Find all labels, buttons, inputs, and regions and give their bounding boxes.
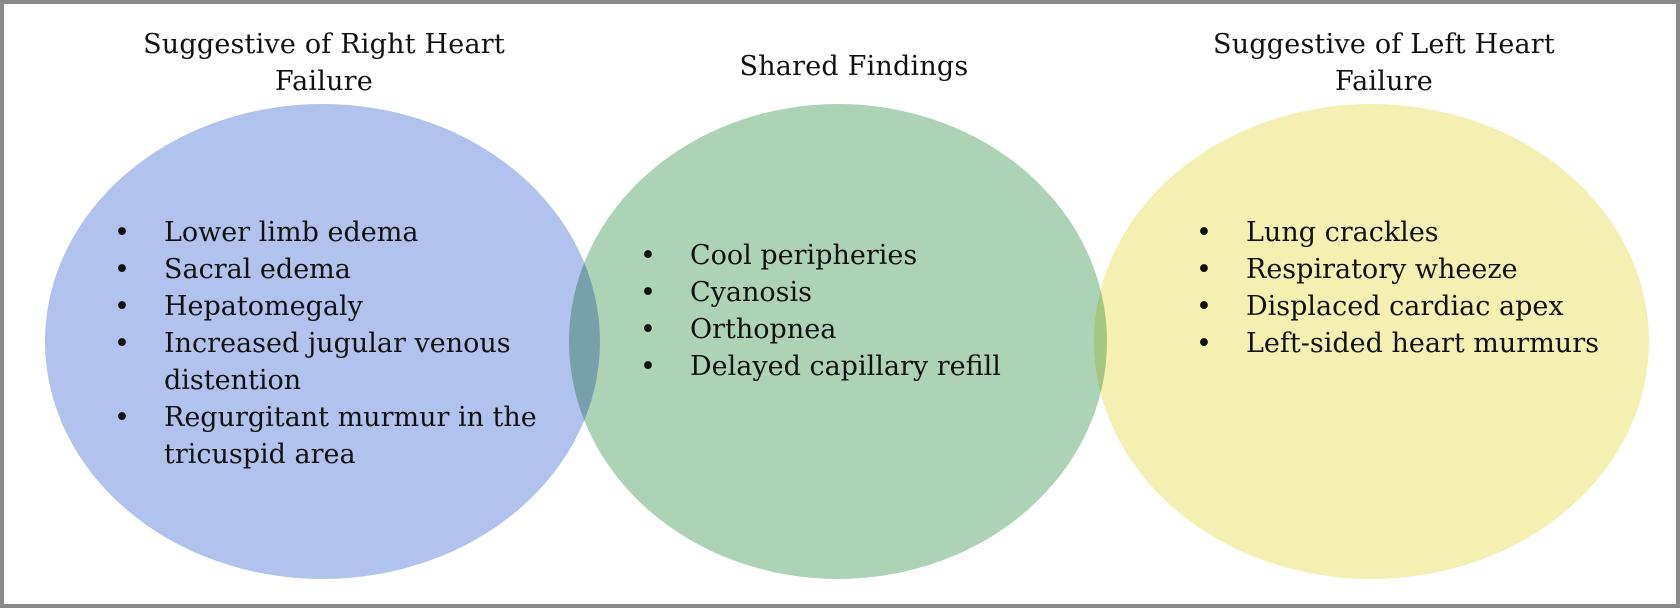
left-heart-failure-heading: Suggestive of Left Heart Failure	[1174, 26, 1594, 100]
list-item: Left-sided heart murmurs	[1196, 325, 1599, 362]
list-item: Increased jugular venous distention	[114, 325, 537, 399]
list-item: Cyanosis	[640, 274, 1001, 311]
heading-line: Shared Findings	[739, 51, 969, 82]
heading-line: Failure	[275, 66, 373, 97]
list-item: Lower limb edema	[114, 214, 537, 251]
heading-line: Suggestive of Left Heart	[1213, 29, 1555, 60]
left-heart-failure-list: Lung crackles Respiratory wheeze Displac…	[1196, 214, 1599, 362]
heading-line: Failure	[1335, 66, 1433, 97]
right-heart-failure-heading: Suggestive of Right Heart Failure	[114, 26, 534, 100]
list-item: Cool peripheries	[640, 237, 1001, 274]
shared-findings-heading: Shared Findings	[654, 48, 1054, 85]
list-item: Orthopnea	[640, 311, 1001, 348]
list-item: Hepatomegaly	[114, 288, 537, 325]
heading-line: Suggestive of Right Heart	[143, 29, 505, 60]
item-line: Increased jugular venous	[164, 328, 511, 359]
shared-findings-list: Cool peripheries Cyanosis Orthopnea Dela…	[640, 237, 1001, 385]
right-heart-failure-list: Lower limb edema Sacral edema Hepatomega…	[114, 214, 537, 473]
list-item: Lung crackles	[1196, 214, 1599, 251]
list-item: Delayed capillary refill	[640, 348, 1001, 385]
list-item: Sacral edema	[114, 251, 537, 288]
list-item: Displaced cardiac apex	[1196, 288, 1599, 325]
item-line: Regurgitant murmur in the	[164, 402, 537, 433]
item-line: distention	[164, 365, 302, 396]
list-item: Respiratory wheeze	[1196, 251, 1599, 288]
list-item: Regurgitant murmur in the tricuspid area	[114, 399, 537, 473]
item-line: tricuspid area	[164, 439, 356, 470]
